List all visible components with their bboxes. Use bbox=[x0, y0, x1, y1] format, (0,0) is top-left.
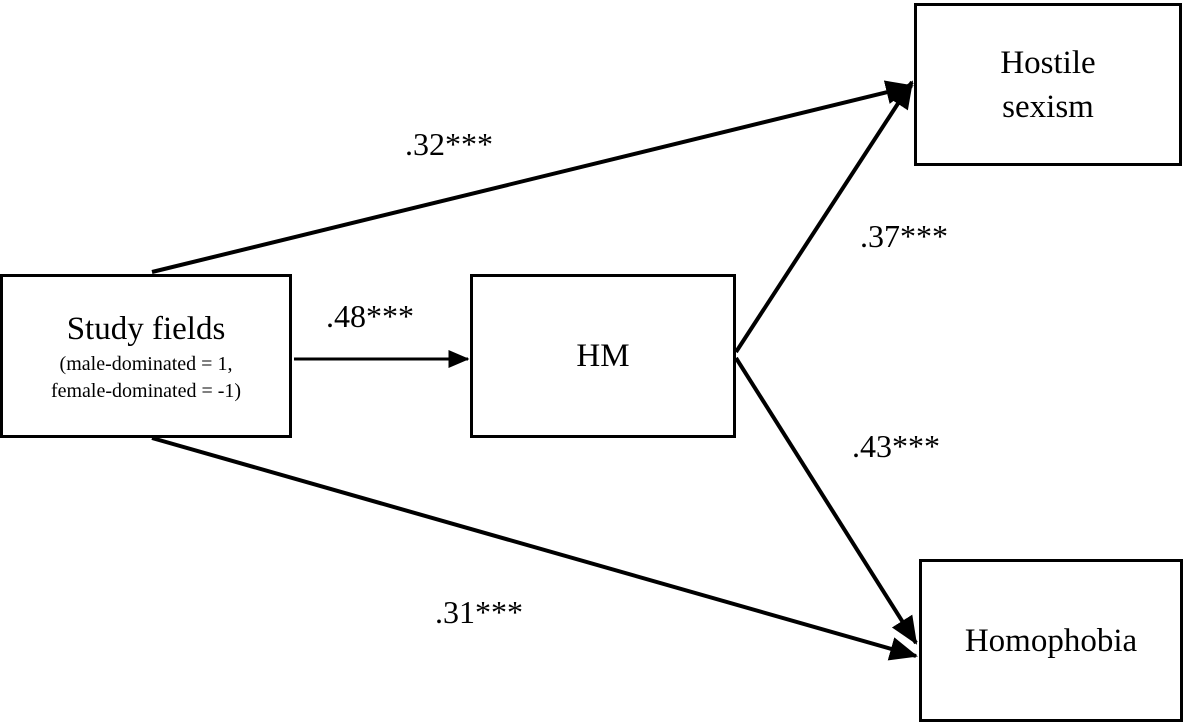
arrow-hm-to-hostile bbox=[734, 80, 914, 354]
coefficient-study-to-homophobia: .31*** bbox=[435, 594, 523, 630]
coefficient-study-to-hm: .48*** bbox=[326, 298, 414, 334]
arrow-study-to-homophobia bbox=[151, 436, 918, 661]
hm-label: HM bbox=[576, 338, 630, 374]
node-hm: HM bbox=[470, 274, 736, 438]
arrow-hm-to-homophobia bbox=[734, 356, 918, 645]
homophobia-label: Homophobia bbox=[964, 622, 1138, 659]
node-study-fields: Study fields (male-dominated = 1, female… bbox=[0, 274, 292, 438]
coefficient-hm-to-hostile: .37*** bbox=[860, 218, 948, 254]
coefficient-study-to-hostile: .32*** bbox=[405, 126, 493, 162]
study-fields-coding-line-2: female-dominated = -1) bbox=[50, 380, 242, 402]
study-fields-coding-line-1: (male-dominated = 1, bbox=[59, 353, 233, 375]
node-homophobia: Homophobia bbox=[919, 559, 1183, 722]
hostile-sexism-label-line-2: sexism bbox=[1002, 88, 1094, 125]
hostile-sexism-label-line-1: Hostile bbox=[1000, 44, 1096, 81]
study-fields-label: Study fields bbox=[66, 311, 226, 347]
arrow-study-to-hostile bbox=[151, 80, 914, 274]
node-hostile-sexism: Hostile sexism bbox=[914, 3, 1182, 166]
coefficient-hm-to-homophobia: .43*** bbox=[852, 428, 940, 464]
